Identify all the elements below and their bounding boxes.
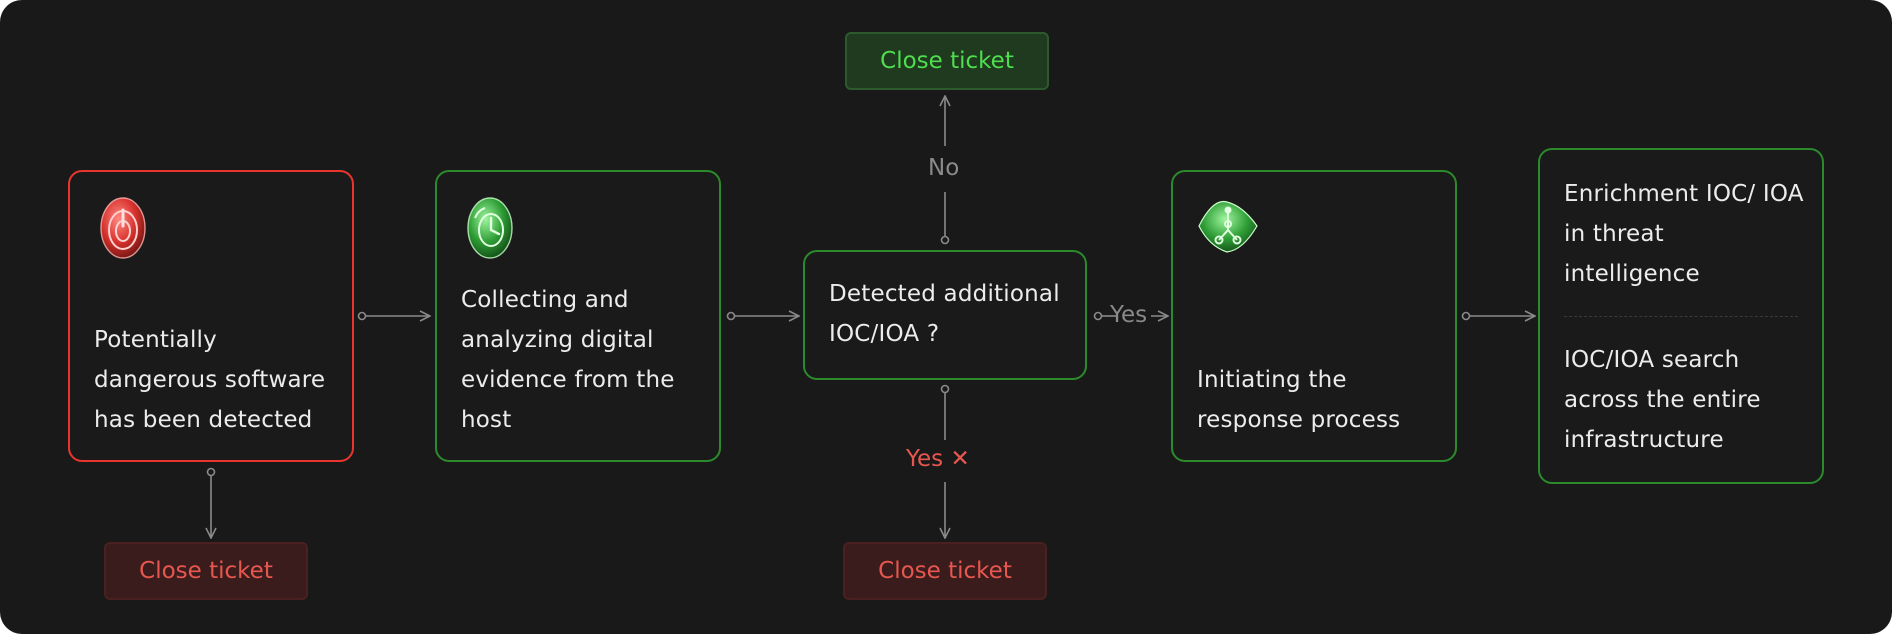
- green-network-leaf-icon: [1195, 196, 1261, 260]
- connector-response-to-enrichment: [1461, 313, 1536, 320]
- connector-collecting-to-decision: [726, 313, 800, 320]
- green-clock-analysis-icon: [463, 196, 517, 260]
- connector-detected-to-collecting: [357, 313, 431, 320]
- node-enrichment-divider: [1564, 316, 1798, 317]
- connector-detected-to-close: [208, 467, 215, 539]
- close-ticket-button-bottom[interactable]: Close ticket: [843, 542, 1047, 600]
- node-collecting-text: Collecting and analyzing digital evidenc…: [461, 287, 675, 433]
- node-enrichment: Enrichment IOC/ IOA in threat intelligen…: [1538, 148, 1824, 484]
- close-ticket-button-left[interactable]: Close ticket: [104, 542, 308, 600]
- node-response: Initiating the response process: [1171, 170, 1457, 462]
- node-response-text: Initiating the response process: [1197, 367, 1401, 433]
- node-detected-text: Potentially dangerous software has been …: [94, 327, 326, 433]
- node-decision-text: Detected additional IOC/IOA ?: [829, 281, 1060, 347]
- edge-label-yes-right: Yes: [1110, 302, 1148, 328]
- node-collecting: Collecting and analyzing digital evidenc…: [435, 170, 721, 462]
- close-ticket-button-top[interactable]: Close ticket: [845, 32, 1049, 90]
- node-decision: Detected additional IOC/IOA ?: [803, 250, 1087, 380]
- node-enrichment-bottom-text: IOC/IOA search across the entire infrast…: [1564, 347, 1761, 453]
- red-power-target-icon: [96, 196, 150, 260]
- node-enrichment-top-text: Enrichment IOC/ IOA in threat intelligen…: [1564, 181, 1804, 287]
- edge-label-no: No: [928, 155, 960, 181]
- edge-label-yes-bottom: Yes ✕: [906, 446, 970, 472]
- node-detected: Potentially dangerous software has been …: [68, 170, 354, 462]
